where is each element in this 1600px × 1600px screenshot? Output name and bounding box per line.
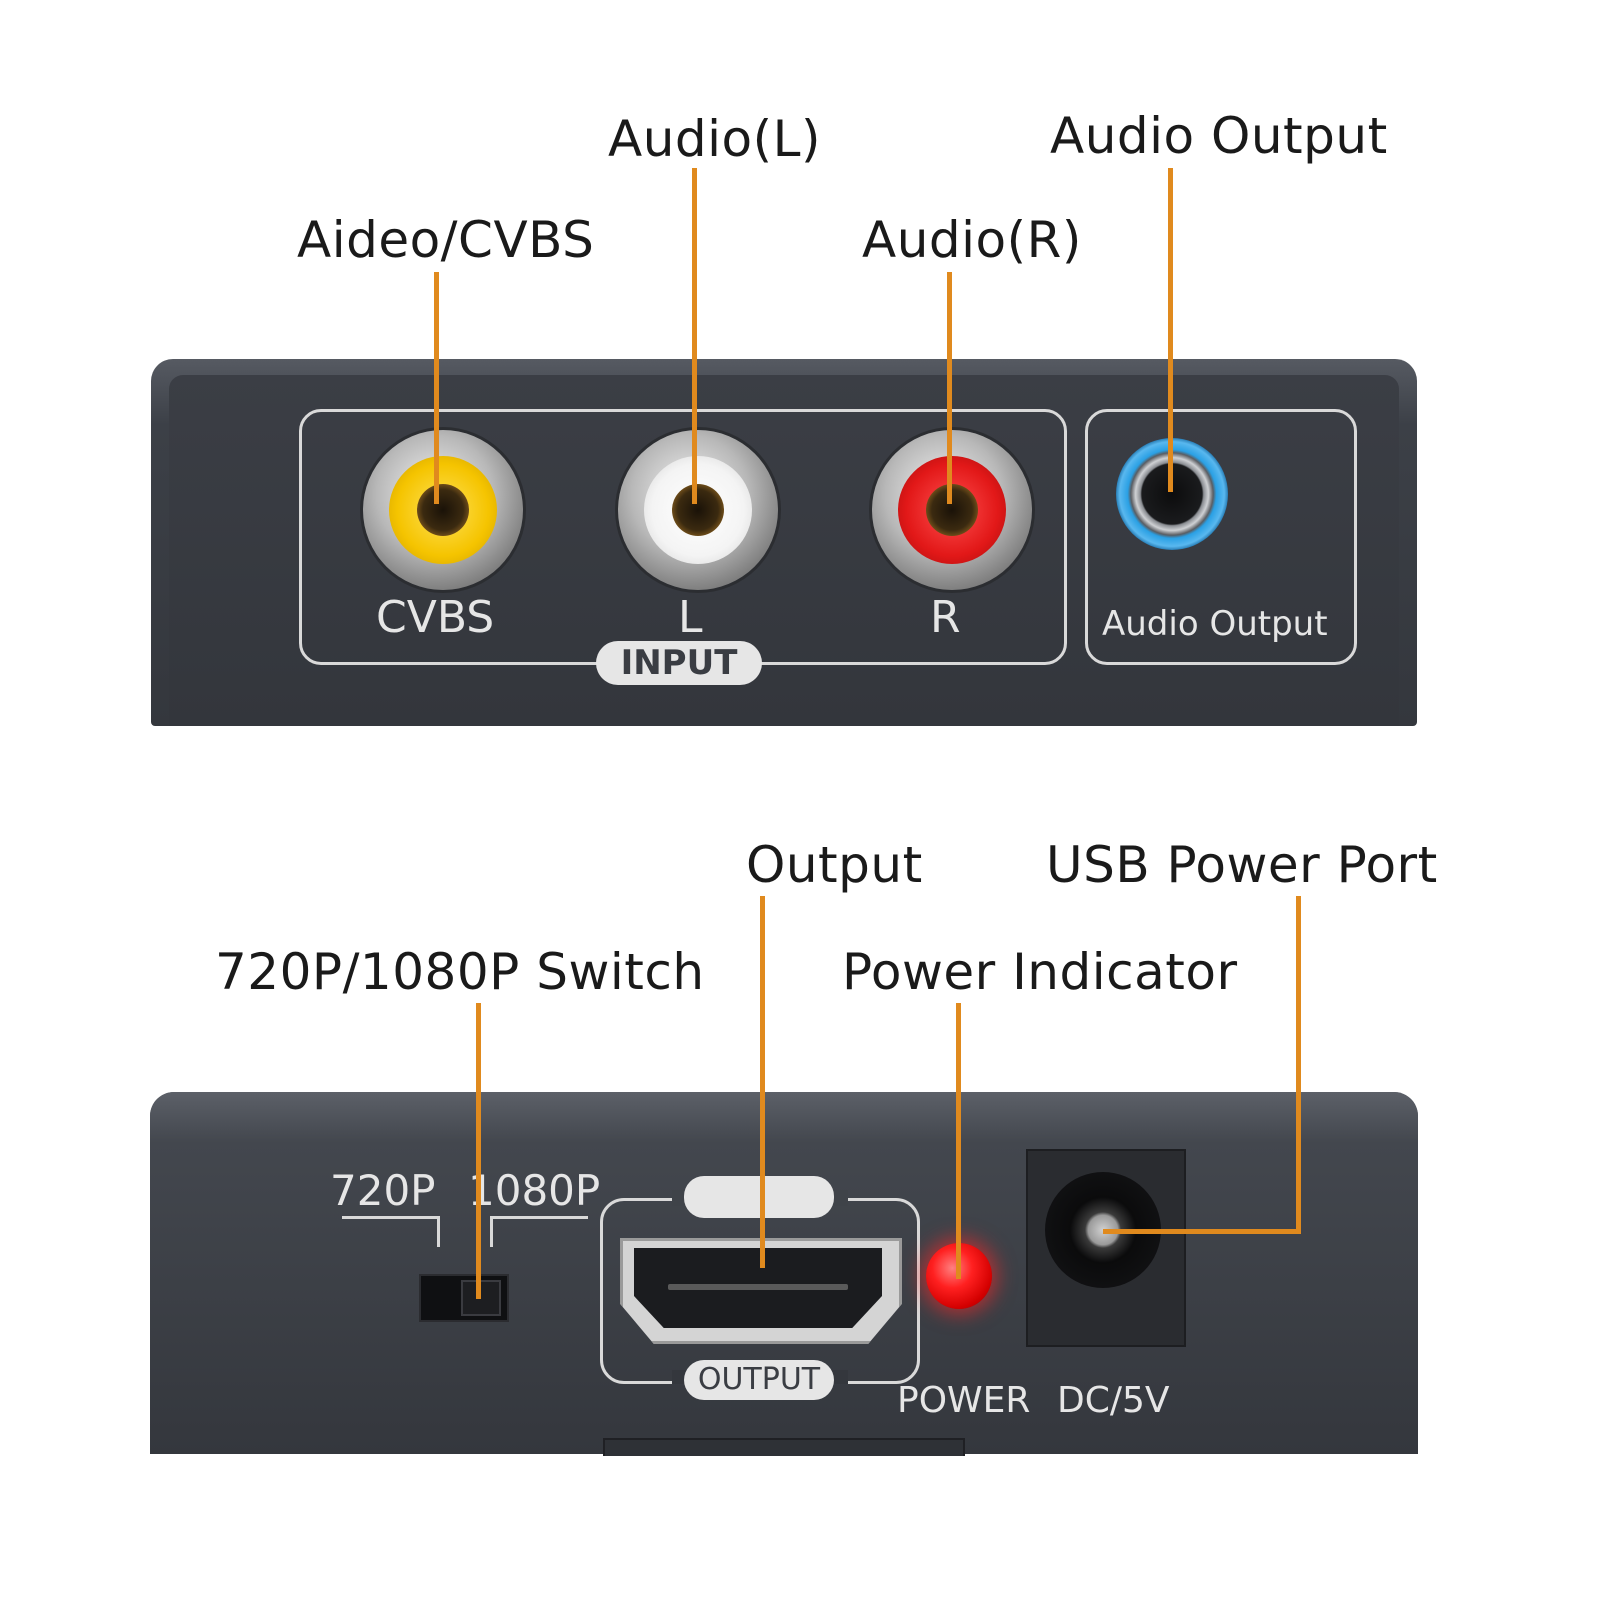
audio-r-leader: [947, 272, 952, 504]
switch-leader: [476, 1003, 481, 1299]
cvbs-hole: [417, 484, 469, 536]
cvbs-label: CVBS: [376, 592, 495, 643]
r-label: R: [930, 592, 961, 643]
audio-output-callout: Audio Output: [1050, 107, 1388, 165]
resolution-switch[interactable]: [419, 1274, 509, 1322]
dc-label: DC/5V: [1057, 1380, 1170, 1421]
switch-knob[interactable]: [461, 1280, 501, 1316]
output-callout: Output: [746, 836, 923, 894]
audio-r-hole: [926, 484, 978, 536]
cvbs-leader: [434, 272, 439, 504]
power-indicator-leader: [956, 1003, 961, 1279]
cvbs-jack[interactable]: [363, 430, 523, 590]
audio-output-frame: [1085, 409, 1357, 665]
audio-l-callout: Audio(L): [608, 110, 821, 168]
res-720-label: 720P: [330, 1166, 436, 1215]
switch-callout: 720P/1080P Switch: [215, 943, 705, 1001]
usb-power-leader-h: [1103, 1229, 1301, 1234]
l-label: L: [678, 592, 703, 643]
output-leader: [760, 896, 765, 1268]
power-label: POWER: [897, 1380, 1031, 1421]
usb-power-callout: USB Power Port: [1046, 836, 1438, 894]
video-cvbs-callout: Aideo/CVBS: [297, 211, 595, 269]
panel-foot: [603, 1438, 965, 1456]
res-1080-label: 1080P: [468, 1166, 601, 1215]
output-tag: OUTPUT: [684, 1360, 834, 1400]
audio-l-jack[interactable]: [618, 430, 778, 590]
audio-l-hole: [672, 484, 724, 536]
audio-l-leader: [692, 168, 697, 504]
output-side-panel: [150, 1092, 1418, 1454]
hdmi-contacts: [668, 1284, 848, 1290]
res-720-bracket: [342, 1216, 440, 1247]
audio-output-leader: [1168, 168, 1173, 492]
output-blank-tag: [684, 1176, 834, 1218]
power-indicator-callout: Power Indicator: [842, 943, 1238, 1001]
res-1080-bracket: [490, 1216, 588, 1247]
audio-r-callout: Audio(R): [862, 211, 1082, 269]
audio-output-label: Audio Output: [1102, 604, 1328, 644]
audio-r-jack[interactable]: [872, 430, 1032, 590]
usb-power-leader-v: [1296, 896, 1301, 1234]
input-tag: INPUT: [596, 641, 762, 685]
